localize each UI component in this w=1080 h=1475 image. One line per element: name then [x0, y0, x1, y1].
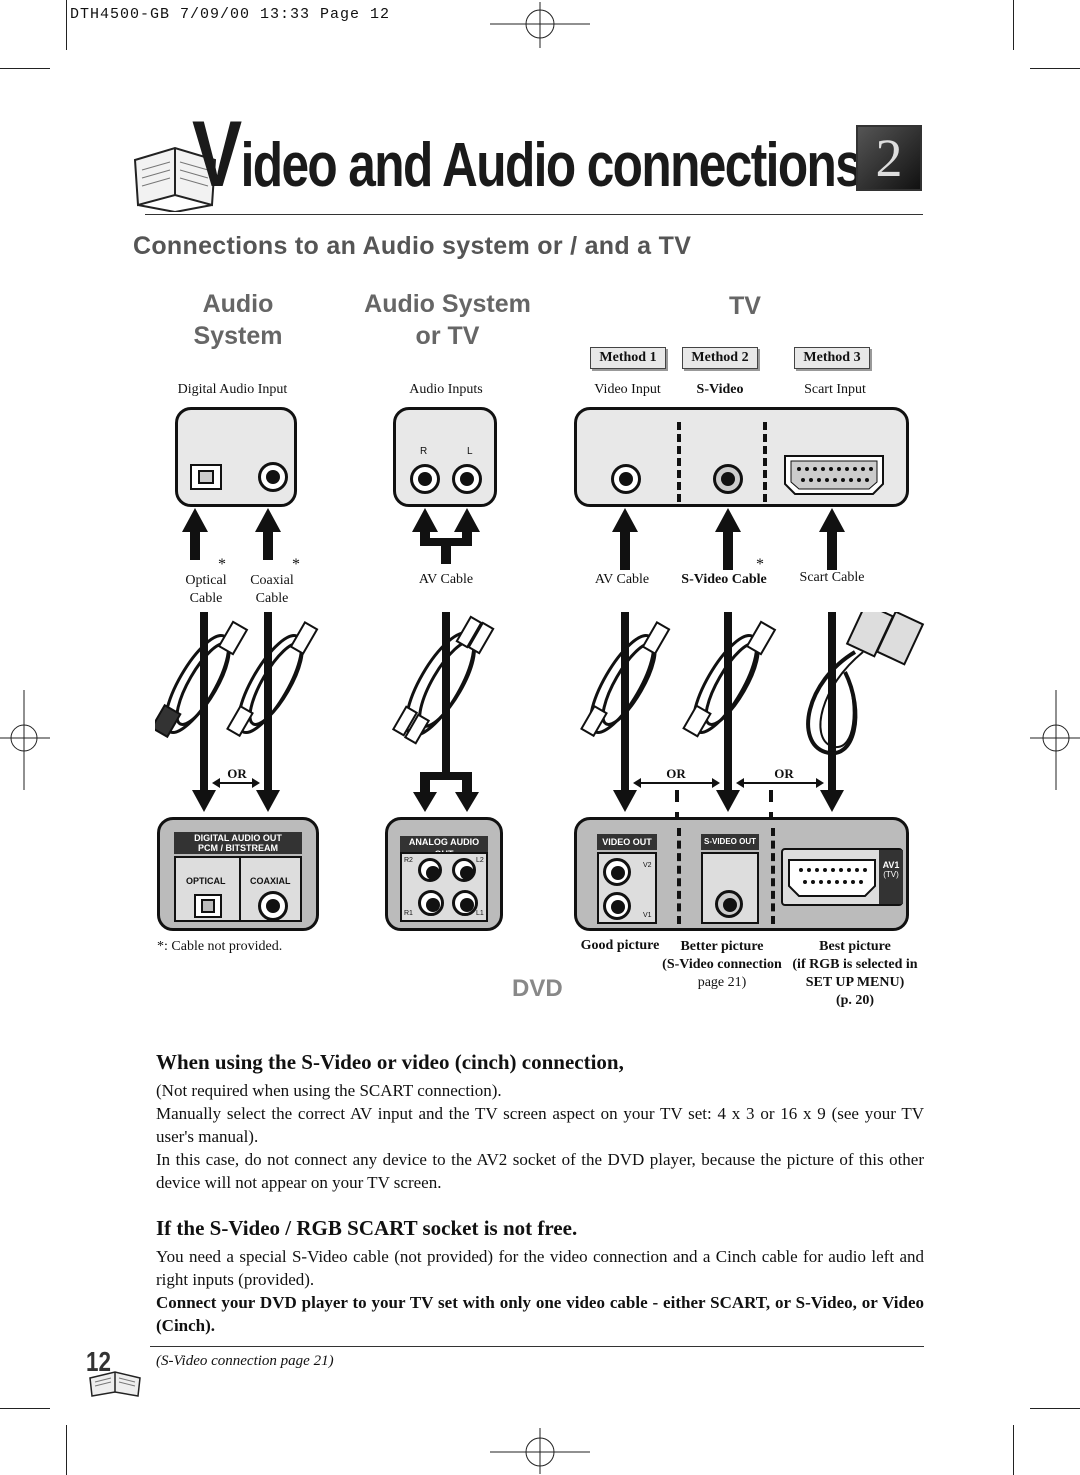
av-cable-label: AV Cable	[418, 572, 474, 587]
l2-label: L2	[476, 857, 484, 864]
l-label: L	[467, 446, 473, 457]
av1-tv-label: (TV)	[883, 870, 899, 879]
video-out-v2-socket	[603, 858, 631, 886]
tv-video-socket	[611, 464, 641, 494]
heading-tv: TV	[729, 292, 761, 320]
open-book-icon	[89, 1371, 141, 1397]
dvd-video-out-panel: VIDEO OUT V2 V1 S-VIDEO OUT AV1 (TV)	[574, 817, 909, 931]
s-video-out-socket	[715, 890, 743, 918]
l1-label: L1	[476, 910, 484, 917]
s-video-out-label: S-VIDEO OUT	[701, 834, 759, 850]
or-label-audio: OR	[227, 766, 247, 781]
or-label-tv-2: OR	[774, 766, 794, 781]
audio-r-socket	[410, 464, 440, 494]
coaxial-socket	[258, 462, 288, 492]
footer-rule	[150, 1346, 924, 1347]
crop-mark-icon	[490, 1428, 590, 1474]
title-rule	[145, 214, 923, 215]
crop-mark-icon	[0, 690, 50, 790]
optical-out-label: OPTICAL	[186, 876, 226, 886]
s-video-input-label: S-Video	[696, 382, 744, 397]
audio-inputs-label: Audio Inputs	[409, 382, 483, 397]
dvd-analog-audio-out-panel: ANALOG AUDIO OUT R2 L2 R1 L1	[385, 817, 503, 931]
page-number: 12	[86, 1346, 111, 1377]
asterisk-s-video: *	[756, 556, 764, 573]
better-picture-label: Better picture (S-Video connection page …	[662, 939, 782, 990]
or-label-tv-1: OR	[666, 766, 686, 781]
section-heading: When using the S-Video or video (cinch) …	[156, 1050, 624, 1074]
scart-socket-icon	[784, 455, 884, 495]
audio-l-socket	[452, 464, 482, 494]
section-title: Connections to an Audio system or / and …	[133, 232, 692, 260]
asterisk-coaxial: *	[292, 556, 300, 573]
print-header: DTH4500-GB 7/09/00 13:33 Page 12	[70, 6, 391, 23]
digital-audio-out-label: DIGITAL AUDIO OUT PCM / BITSTREAM	[174, 832, 302, 854]
paragraph-bold: Connect your DVD player to your TV set w…	[156, 1293, 924, 1335]
video-input-label: Video Input	[594, 382, 661, 397]
analog-l1-socket	[452, 890, 478, 916]
method-1-label: Method 1	[590, 347, 666, 369]
video-out-v1-socket	[603, 892, 631, 920]
paragraph: In this case, do not connect any device …	[156, 1150, 924, 1192]
v1-label: V1	[643, 912, 652, 919]
scart-cable-label: Scart Cable	[799, 570, 865, 585]
method-2-label: Method 2	[682, 347, 758, 369]
section-scart-not-free: If the S-Video / RGB SCART socket is not…	[156, 1216, 924, 1337]
optical-socket	[190, 464, 222, 490]
open-book-icon	[133, 146, 217, 212]
paragraph: Manually select the correct AV input and…	[156, 1104, 924, 1146]
crop-mark-icon	[490, 2, 590, 48]
scart-input-label: Scart Input	[804, 382, 866, 397]
video-out-label: VIDEO OUT	[597, 834, 657, 850]
asterisk-optical: *	[218, 556, 226, 573]
footer-note: (S-Video connection page 21)	[156, 1353, 334, 1369]
chapter-2-icon: 2	[856, 125, 922, 191]
v2-label: V2	[643, 862, 652, 869]
audio-inputs-panel: R L	[393, 407, 497, 507]
av1-label: AV1	[882, 860, 900, 870]
page-title: Video and Audio connections	[192, 101, 863, 206]
cable-icon	[155, 612, 925, 756]
audio-system-panel	[175, 407, 297, 507]
analog-l2-socket	[452, 858, 476, 882]
r1-label: R1	[404, 910, 413, 917]
heading-audio-system-or-tv: Audio System or TV	[364, 290, 531, 350]
coaxial-out-label: COAXIAL	[250, 876, 291, 886]
arrow-icon	[182, 508, 845, 820]
r-label: R	[420, 446, 428, 457]
analog-r2-socket	[418, 858, 442, 882]
s-video-cable-label: S-Video Cable	[681, 572, 767, 587]
coaxial-out-socket	[258, 891, 288, 921]
scart-socket-icon	[788, 859, 876, 897]
section-heading: If the S-Video / RGB SCART socket is not…	[156, 1216, 578, 1240]
tv-panel	[574, 407, 909, 507]
r2-label: R2	[404, 857, 413, 864]
method-3-label: Method 3	[794, 347, 870, 369]
section-s-video-cinch: When using the S-Video or video (cinch) …	[156, 1050, 924, 1194]
paragraph: (Not required when using the SCART conne…	[156, 1081, 502, 1100]
paragraph: You need a special S-Video cable (not pr…	[156, 1247, 924, 1289]
optical-out-socket	[194, 894, 222, 918]
best-picture-label: Best picture (if RGB is selected in SET …	[792, 939, 918, 1008]
heading-audio-system: Audio System	[193, 290, 283, 350]
digital-audio-input-label: Digital Audio Input	[177, 382, 288, 397]
tv-s-video-socket	[713, 464, 743, 494]
good-picture-label: Good picture	[580, 938, 660, 953]
crop-mark-icon	[1030, 690, 1080, 790]
dvd-digital-audio-out-panel: DIGITAL AUDIO OUT PCM / BITSTREAM OPTICA…	[157, 817, 319, 931]
footnote: *: Cable not provided.	[157, 939, 283, 954]
av-cable-tv-label: AV Cable	[594, 572, 650, 587]
analog-r1-socket	[418, 890, 444, 916]
dvd-label: DVD	[512, 975, 563, 1002]
